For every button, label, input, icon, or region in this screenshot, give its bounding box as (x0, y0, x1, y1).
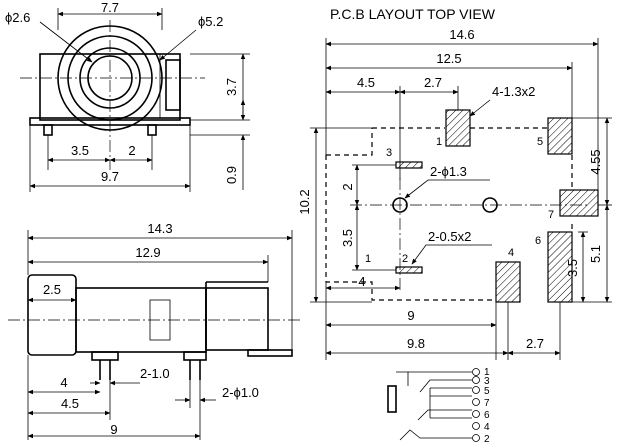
dim-2: 2 (128, 143, 135, 158)
plug-symbol (387, 385, 397, 413)
dim-2-7-top: 2.7 (424, 75, 442, 90)
rear-lug (165, 59, 181, 111)
dim-2-0-5x2: 2-0.5x2 (428, 229, 471, 244)
dim-phi-5-2: ϕ5.2 (198, 14, 223, 29)
pcb-outline-left (325, 155, 496, 301)
terminal-3 (472, 376, 480, 384)
jack-rear-body (205, 287, 269, 351)
pcb-layout: P.C.B LAYOUT TOP VIEW 1 5 7 6 4 3 2 1 (297, 6, 612, 360)
dim-2-7-bottom: 2.7 (526, 336, 544, 351)
dim-9-7: 9.7 (101, 169, 119, 184)
schem-label-2: 2 (484, 434, 490, 445)
pin-label-3: 3 (386, 147, 392, 159)
schematic: 1 3 5 7 6 4 2 (387, 367, 490, 445)
dim-2-phi-1-0: 2-ϕ1.0 (222, 385, 259, 400)
pad-4 (495, 261, 521, 303)
dim-3-5-right: 3.5 (565, 259, 580, 277)
dim-phi-2-6: ϕ2.6 (5, 10, 30, 25)
dim-14-3: 14.3 (147, 221, 172, 236)
dim-3-5-left: 3.5 (340, 229, 355, 247)
dim-10-2: 10.2 (297, 189, 312, 214)
pad-6 (547, 231, 573, 303)
dim-14-6: 14.6 (449, 27, 474, 42)
dim-0-9: 0.9 (224, 166, 239, 184)
dim-4-55: 4.55 (588, 149, 603, 174)
dim-9-8: 9.8 (407, 336, 425, 351)
terminal-6 (472, 410, 480, 418)
dim-12-5: 12.5 (436, 51, 461, 66)
schem-label-5: 5 (484, 386, 490, 397)
mount-tab-right (147, 124, 157, 136)
schem-label-3: 3 (484, 376, 490, 387)
pin-label-1: 1 (436, 136, 442, 148)
pin-label-4: 4 (508, 247, 514, 259)
terminal-4 (472, 422, 480, 430)
dim-5-1: 5.1 (588, 245, 603, 263)
rear-pin-block (183, 351, 207, 361)
dim-12-9: 12.9 (135, 245, 160, 260)
schem-label-6: 6 (484, 410, 490, 421)
pcb-title: P.C.B LAYOUT TOP VIEW (330, 6, 496, 22)
schem-label-7: 7 (484, 398, 490, 409)
dim-3-5: 3.5 (71, 143, 89, 158)
terminal-7 (472, 398, 480, 406)
terminal-2 (472, 434, 480, 442)
dim-4-5: 4.5 (61, 396, 79, 411)
pad-1 (445, 109, 471, 147)
pad-7 (559, 189, 599, 217)
pin-label-7: 7 (548, 209, 554, 221)
front-pin-block (91, 351, 119, 361)
side-view: 14.3 12.9 2.5 2-1.0 2-ϕ1.0 4 4.5 9 (8, 221, 300, 440)
pad-5 (547, 117, 573, 155)
dim-7-7: 7.7 (101, 0, 119, 15)
dim-4-bottom: 4 (358, 274, 365, 289)
pin-label-6: 6 (535, 235, 541, 247)
dim-3-7: 3.7 (224, 78, 239, 96)
dim-2-5: 2.5 (43, 282, 61, 297)
schem-label-1: 1 (484, 367, 490, 378)
dim-4-1-3x2: 4-1.3x2 (492, 84, 535, 99)
rear-pin-flange (247, 349, 293, 357)
schem-label-4: 4 (484, 422, 490, 433)
dim-4-5-pcb: 4.5 (357, 75, 375, 90)
mount-tab-left (43, 124, 53, 136)
dim-2-1-0: 2-1.0 (140, 366, 170, 381)
dim-9-pcb: 9 (407, 308, 414, 323)
dim-2-phi-1-3: 2-ϕ1.3 (430, 164, 467, 179)
pin-label-5: 5 (537, 136, 543, 148)
terminal-5 (472, 386, 480, 394)
top-view: 7.7 ϕ2.6 ϕ5.2 3.7 0.9 3.5 2 9.7 (5, 0, 250, 192)
dim-9-side: 9 (110, 422, 117, 437)
terminal-1 (472, 368, 480, 376)
dim-2-left: 2 (340, 183, 355, 190)
dim-4: 4 (60, 375, 67, 390)
pin-label-2: 2 (402, 253, 408, 265)
pin-label-1b: 1 (365, 253, 371, 265)
